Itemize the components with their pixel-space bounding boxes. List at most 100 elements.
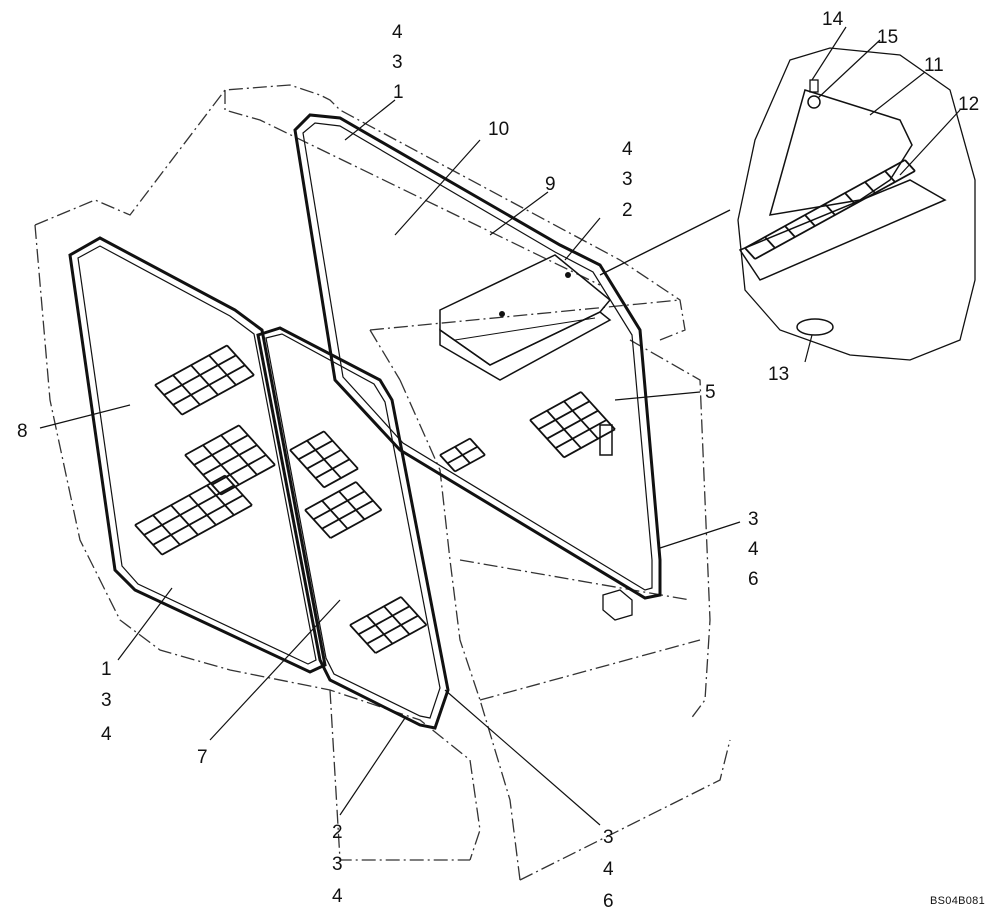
- mesh-stroke: [238, 424, 276, 466]
- mesh-stroke: [184, 454, 222, 496]
- mesh-stroke: [323, 430, 359, 470]
- mesh-stroke: [864, 181, 876, 194]
- callout-4-top: 4: [392, 22, 403, 43]
- mesh-stroke: [190, 364, 219, 396]
- mesh-stroke: [202, 444, 258, 476]
- callout-8: 8: [17, 421, 28, 442]
- mesh-stroke: [764, 236, 776, 249]
- mesh-stroke: [161, 504, 253, 556]
- callout-14: 14: [822, 9, 844, 30]
- mesh-stroke: [226, 344, 255, 376]
- mesh-stroke: [170, 504, 199, 536]
- mesh-stroke: [152, 514, 181, 546]
- mesh-stroke: [134, 474, 226, 526]
- callout-7: 7: [197, 747, 208, 768]
- mesh-stroke: [143, 484, 235, 536]
- mesh-stroke: [546, 409, 599, 440]
- mesh-stroke: [202, 444, 240, 486]
- mesh-stroke: [563, 428, 616, 459]
- mesh-stroke: [469, 437, 486, 456]
- callout-4-mid: 4: [622, 139, 633, 160]
- mesh-stroke: [454, 446, 471, 464]
- cab-outline: [34, 84, 731, 881]
- callout-15: 15: [877, 27, 898, 48]
- mesh-stroke: [355, 481, 383, 511]
- mesh-stroke: [321, 500, 349, 530]
- callout-13: 13: [768, 364, 789, 385]
- mesh-stroke: [134, 524, 163, 556]
- right-side-bracket: [599, 424, 633, 621]
- callout-4-bottom: 4: [332, 886, 343, 907]
- mesh-stroke: [366, 614, 419, 645]
- callout-4-left: 4: [101, 724, 112, 745]
- callout-3-top: 3: [392, 52, 403, 73]
- callout-3-bottom: 3: [332, 854, 343, 875]
- mesh-stroke: [884, 170, 896, 183]
- mesh-stroke: [400, 596, 428, 626]
- mesh-stroke: [784, 225, 796, 238]
- middle-window-panel: [256, 326, 450, 730]
- mesh-stroke: [375, 624, 427, 654]
- mesh-stroke: [744, 247, 756, 260]
- callout-2-bottom: 2: [332, 822, 343, 843]
- mesh-stroke: [529, 391, 582, 421]
- mesh-stroke: [538, 400, 590, 431]
- callout-11: 11: [924, 55, 944, 76]
- mesh-stroke: [208, 354, 237, 386]
- callout-3-mid: 3: [622, 169, 633, 190]
- mesh-stroke: [289, 449, 325, 489]
- callout-5: 5: [705, 382, 716, 403]
- mesh-stroke: [349, 624, 377, 654]
- mesh-stroke: [188, 494, 217, 526]
- mesh-stroke: [220, 464, 276, 496]
- callout-4-right: 4: [748, 539, 759, 560]
- mesh-stroke: [224, 474, 253, 506]
- top-access-panel: [439, 254, 612, 381]
- mesh-stroke: [529, 419, 565, 459]
- mesh-stroke: [304, 481, 357, 511]
- mesh-patterns: [134, 159, 916, 654]
- callout-3-br: 3: [603, 827, 614, 848]
- mesh-stroke: [358, 605, 410, 636]
- mesh-stroke: [172, 374, 201, 406]
- callouts: 4 3 1 10 4 3 9 2 14 15 11 12 13 8 5 3 4 …: [17, 9, 979, 912]
- mesh-stroke: [366, 615, 394, 645]
- callout-2-mid: 2: [622, 200, 633, 221]
- mesh-stroke: [154, 384, 183, 416]
- mesh-stroke: [321, 499, 374, 530]
- mesh-stroke: [193, 434, 249, 466]
- drawing-code: BS04B081: [930, 895, 985, 907]
- mesh-stroke: [304, 509, 332, 539]
- upper-window-frame: [293, 113, 662, 600]
- callout-4-br: 4: [603, 859, 614, 880]
- mesh-stroke: [804, 214, 816, 227]
- leader-lines: [39, 26, 961, 826]
- callout-1-left: 1: [101, 659, 112, 680]
- left-window-panel: [68, 236, 327, 674]
- mesh-stroke: [555, 419, 607, 449]
- mesh-stroke: [580, 391, 616, 430]
- mesh-stroke: [546, 410, 582, 449]
- callout-3-right: 3: [748, 509, 759, 530]
- callout-1-top: 1: [393, 82, 404, 103]
- mesh-stroke: [152, 494, 244, 546]
- callout-6-br: 6: [603, 891, 614, 912]
- detail-inset: [599, 47, 976, 361]
- mesh-stroke: [184, 424, 240, 456]
- mesh-stroke: [563, 400, 599, 440]
- callout-6-right: 6: [748, 569, 759, 590]
- mesh-stroke: [439, 454, 456, 473]
- mesh-stroke: [330, 509, 382, 539]
- mesh-stroke: [220, 434, 258, 476]
- mesh-stroke: [383, 605, 411, 635]
- mesh-stroke: [824, 203, 836, 216]
- mesh-stroke: [181, 374, 255, 416]
- mesh-stroke: [338, 490, 366, 520]
- mesh-stroke: [211, 454, 267, 486]
- mesh-stroke: [904, 159, 916, 172]
- mesh-stroke: [844, 192, 856, 205]
- mesh-stroke: [313, 490, 365, 521]
- mesh-stroke: [206, 484, 235, 516]
- callout-12: 12: [958, 94, 979, 115]
